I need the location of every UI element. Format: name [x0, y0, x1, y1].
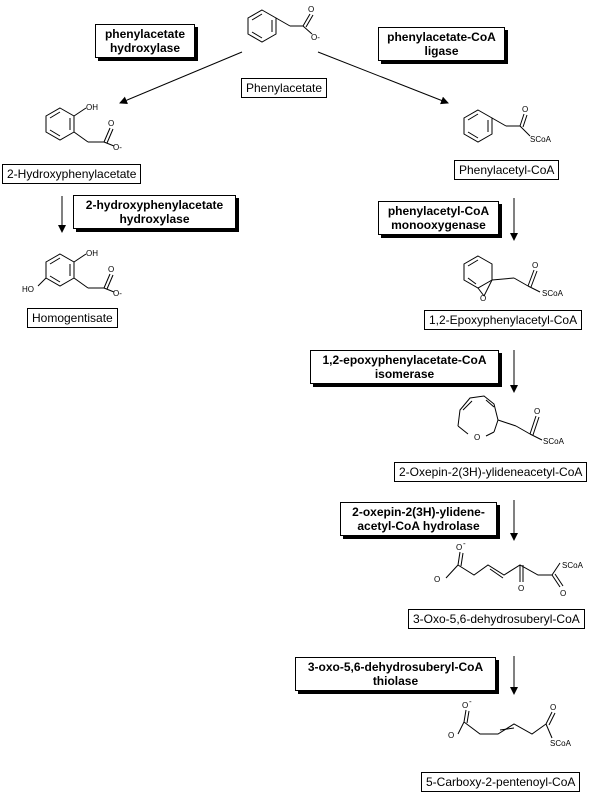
- atom-label: OH: [86, 249, 98, 258]
- atom-label: SCoA: [562, 561, 584, 570]
- compound-2-oxepin-ylideneacetyl-coa: 2-Oxepin-2(3H)-ylideneacetyl-CoA: [394, 462, 588, 482]
- atom-label: OH: [86, 103, 98, 112]
- compound-1-2-epoxyphenylacetyl-coa: 1,2-Epoxyphenylacetyl-CoA: [424, 310, 583, 330]
- atom-label: O: [434, 575, 440, 584]
- atom-label: O: [522, 105, 528, 114]
- phenylacetate-structure: [247, 9, 314, 43]
- atom-label: HO: [22, 285, 34, 294]
- atom-label: O: [108, 265, 114, 274]
- homogentisate-structure: [37, 253, 115, 293]
- enzyme-phenylacetyl-coa-monooxygenase: phenylacetyl-CoA monooxygenase: [378, 201, 499, 235]
- atom-label: SCoA: [543, 437, 565, 446]
- carboxy-pentenoyl-structure: [457, 709, 556, 739]
- enzyme-oxepin-ylideneacetyl-coa-hydrolase: 2-oxepin-2(3H)-ylidene- acetyl-CoA hydro…: [340, 502, 497, 536]
- oxepin-structure: [457, 395, 543, 441]
- atom-label: O: [462, 701, 468, 710]
- compound-homogentisate: Homogentisate: [27, 308, 118, 328]
- atom-label: O: [474, 433, 480, 442]
- atom-label: O: [532, 261, 538, 270]
- atom-label: O: [560, 589, 566, 598]
- epoxyphenylacetyl-coa-structure: [463, 255, 541, 297]
- atom-label: O: [480, 294, 486, 303]
- enzyme-2-hydroxyphenylacetate-hydroxylase: 2-hydroxyphenylacetate hydroxylase: [73, 195, 236, 229]
- enzyme-oxo-dehydrosuberyl-coa-thiolase: 3-oxo-5,6-dehydrosuberyl-CoA thiolase: [295, 657, 496, 691]
- atom-label: O: [518, 584, 524, 593]
- phenylacetyl-coa-structure: [463, 109, 531, 143]
- enzyme-phenylacetate-coa-ligase: phenylacetate-CoA ligase: [378, 27, 505, 61]
- atom-label: O: [448, 731, 454, 740]
- atom-label: O: [456, 543, 462, 552]
- compound-5-carboxy-2-pentenoyl-coa: 5-Carboxy-2-pentenoyl-CoA: [421, 772, 581, 792]
- atom-label: SCoA: [550, 739, 572, 748]
- compound-phenylacetate: Phenylacetate: [241, 78, 328, 98]
- oxo-dehydrosuberyl-structure: [445, 551, 564, 588]
- atom-label: -: [469, 697, 472, 706]
- atom-label: -: [463, 539, 466, 548]
- compound-phenylacetyl-coa: Phenylacetyl-CoA: [454, 160, 560, 180]
- arrow-phenylacetate-to-hydroxy: [119, 51, 243, 104]
- hydroxyphenylacetate-structure: [45, 107, 115, 147]
- enzyme-phenylacetate-hydroxylase: phenylacetate hydroxylase: [95, 24, 195, 58]
- atom-label: O-: [113, 289, 122, 298]
- atom-label: O: [550, 703, 556, 712]
- atom-label: O-: [113, 143, 122, 152]
- compound-3-oxo-5-6-dehydrosuberyl-coa: 3-Oxo-5,6-dehydrosuberyl-CoA: [408, 609, 585, 629]
- atom-label: O-: [311, 33, 320, 42]
- atom-label: SCoA: [542, 289, 564, 298]
- arrow-phenylacetate-to-coa: [317, 51, 449, 105]
- atom-label: O: [534, 407, 540, 416]
- enzyme-epoxyphenylacetate-coa-isomerase: 1,2-epoxyphenylacetate-CoA isomerase: [310, 350, 499, 384]
- atom-label: O: [108, 119, 114, 128]
- atom-label: SCoA: [530, 135, 552, 144]
- atom-label: O: [308, 5, 314, 14]
- compound-2-hydroxyphenylacetate: 2-Hydroxyphenylacetate: [2, 164, 142, 184]
